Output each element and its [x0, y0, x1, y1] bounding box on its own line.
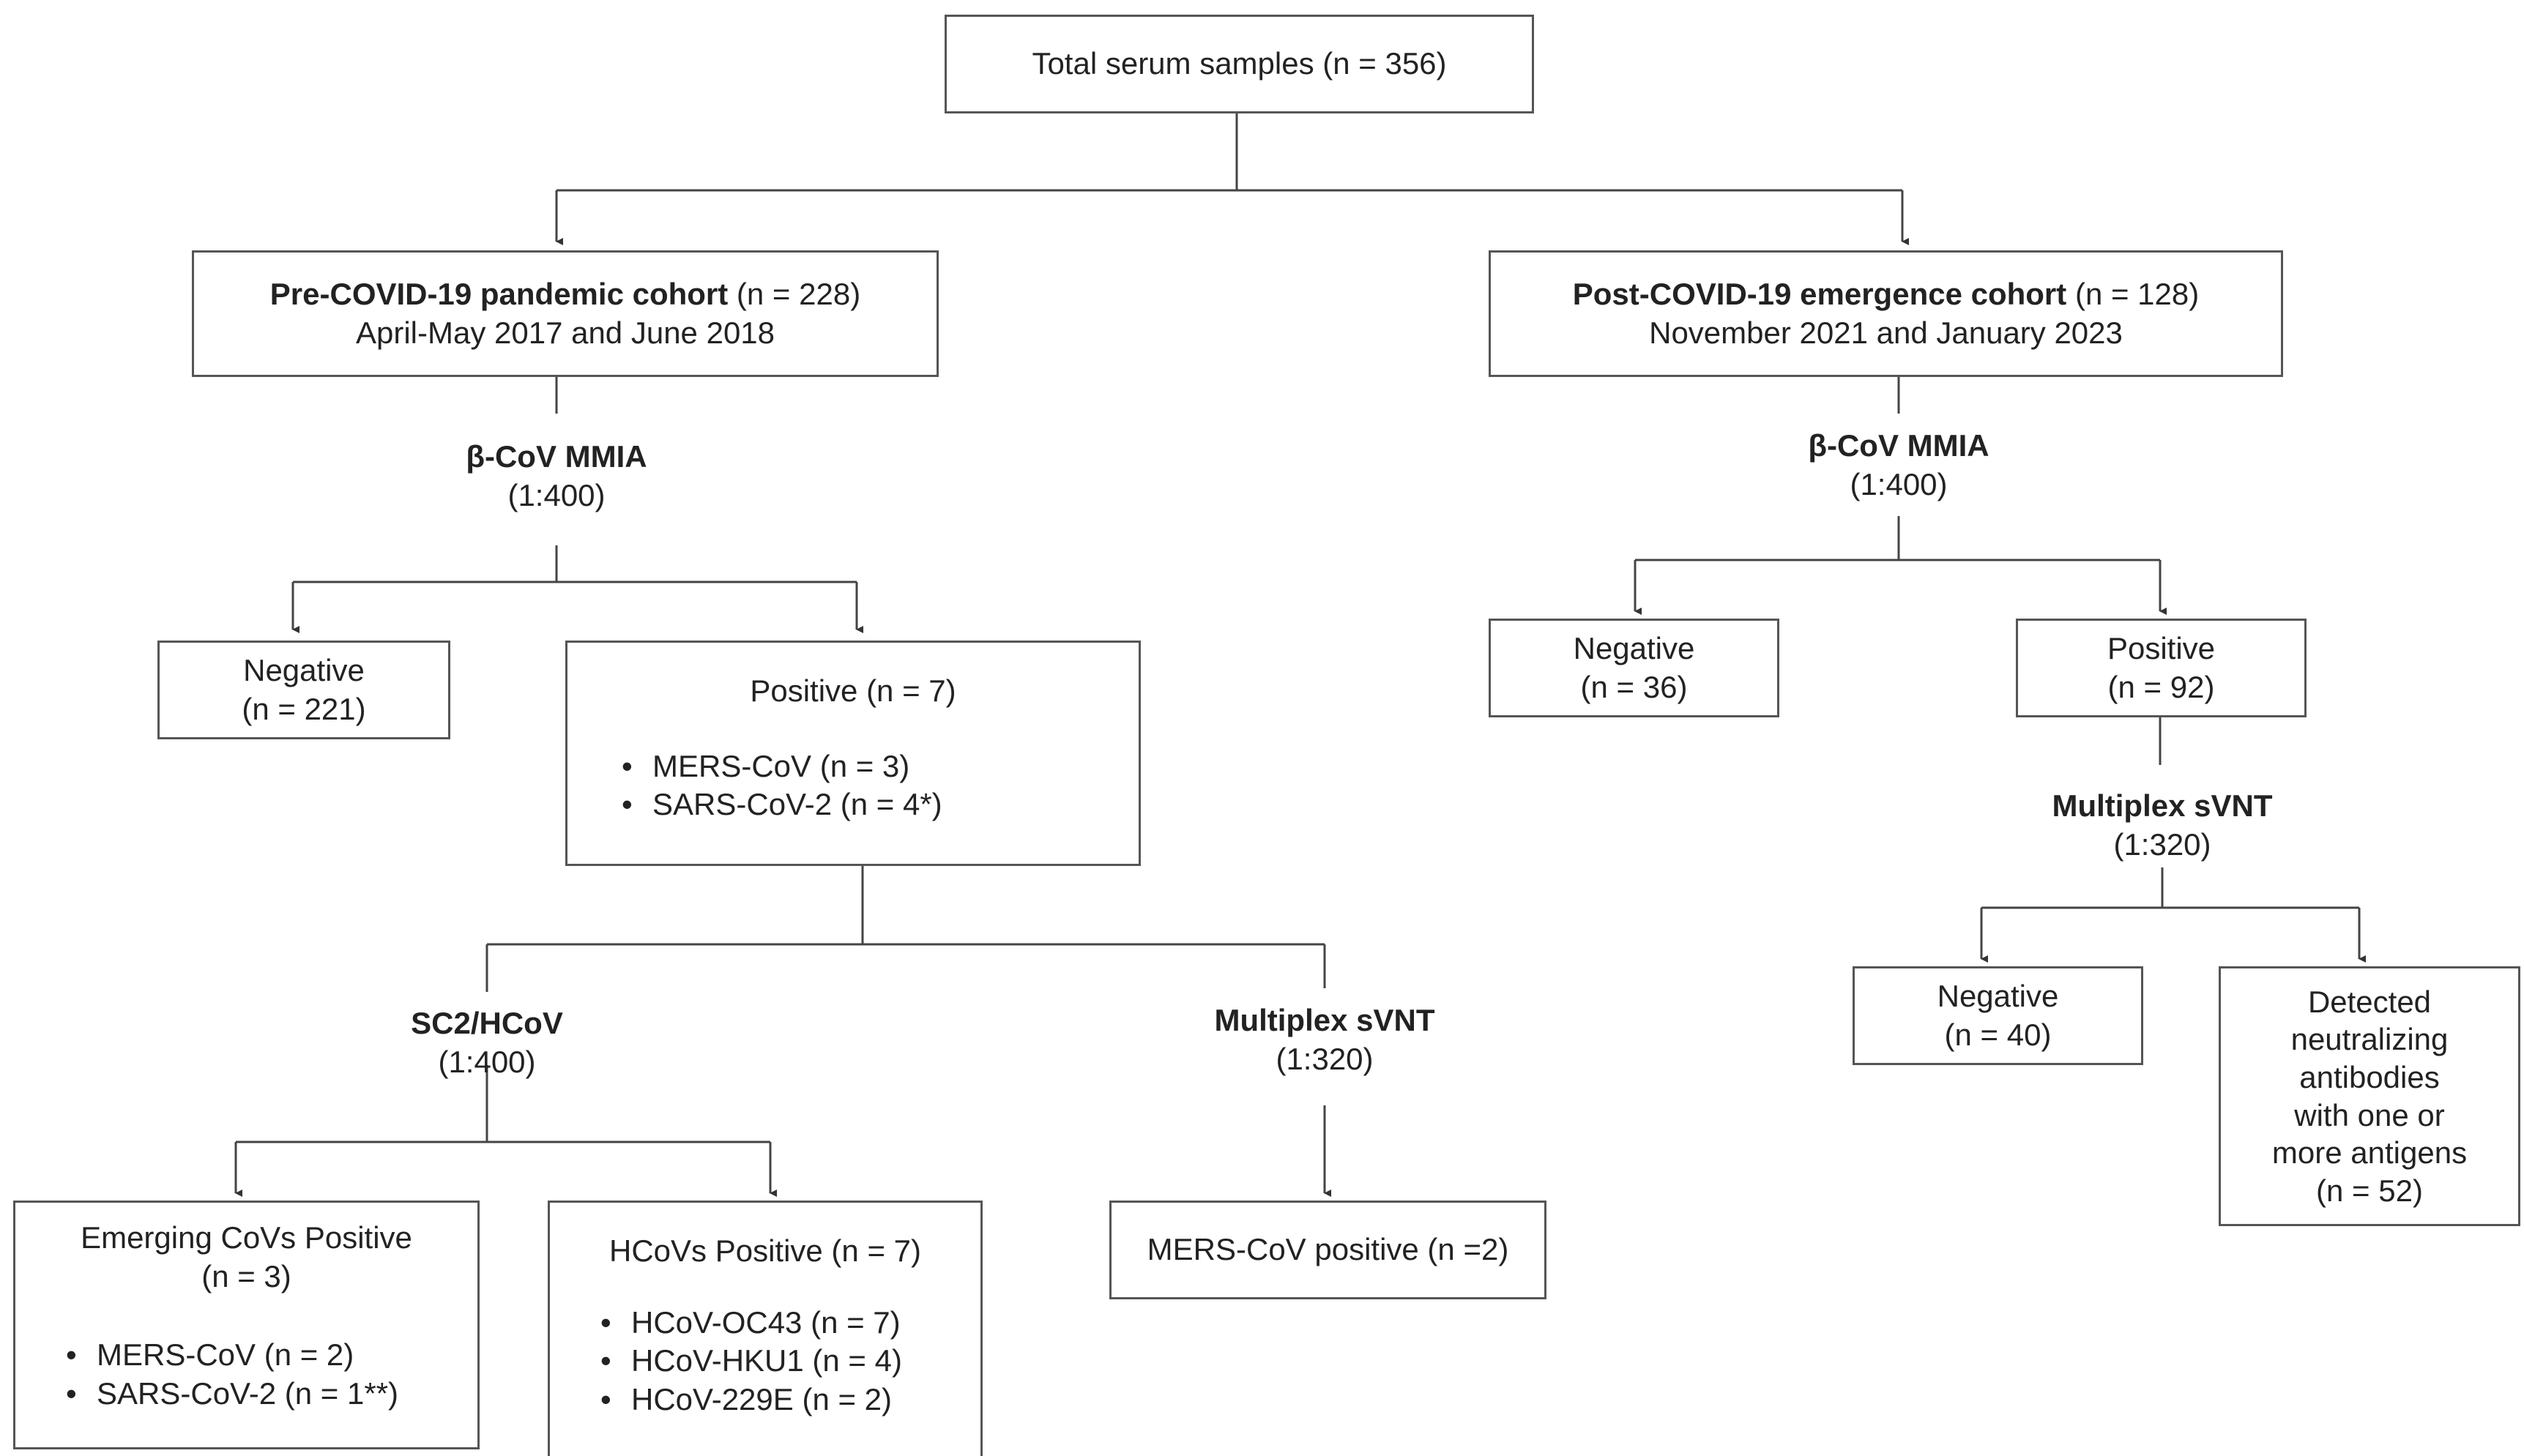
post-svnt-assay-dilution: (1:320)	[2113, 826, 2211, 862]
pre-negative-box: Negative (n = 221)	[157, 641, 450, 739]
post-mmia-assay-dilution: (1:400)	[1850, 466, 1948, 501]
pre-negative-label: Negative	[243, 653, 365, 687]
pre-positive-list: MERS-CoV (n = 3) SARS-CoV-2 (n = 4*)	[611, 747, 1139, 824]
detected-line: antibodies	[2299, 1059, 2440, 1094]
pre-covid-cohort-box: Pre-COVID-19 pandemic cohort (n = 228) A…	[192, 250, 939, 377]
post-svnt-assay-name: Multiplex sVNT	[2052, 788, 2273, 823]
post-negative-label: Negative	[1573, 631, 1695, 665]
post-covid-cohort-count: (n = 128)	[2074, 277, 2200, 311]
detected-count: (n = 52)	[2316, 1173, 2423, 1208]
pre-positive-title: Positive (n = 7)	[750, 673, 956, 708]
list-item: HCoV-OC43 (n = 7)	[590, 1304, 980, 1343]
list-item: SARS-CoV-2 (n = 1**)	[56, 1375, 477, 1414]
pre-svnt-assay-name: Multiplex sVNT	[1214, 1003, 1435, 1037]
post-mmia-assay-label: β-CoV MMIA (1:400)	[1752, 427, 2045, 504]
post-svnt-assay-label: Multiplex sVNT (1:320)	[1998, 787, 2327, 864]
detected-antibodies-box: Detected neutralizing antibodies with on…	[2219, 966, 2520, 1226]
sc2-hcov-assay-label: SC2/HCoV (1:400)	[340, 1004, 633, 1081]
pre-mmia-assay-name: β-CoV MMIA	[466, 439, 647, 474]
total-samples-box: Total serum samples (n = 356)	[945, 15, 1534, 113]
post-mmia-assay-name: β-CoV MMIA	[1808, 428, 1989, 463]
pre-svnt-assay-label: Multiplex sVNT (1:320)	[1160, 1001, 1489, 1078]
svnt-negative-count: (n = 40)	[1944, 1017, 2052, 1052]
emerging-covs-title: Emerging CoVs Positive	[81, 1220, 412, 1255]
sc2-hcov-assay-name: SC2/HCoV	[411, 1006, 563, 1040]
post-positive-count: (n = 92)	[2107, 669, 2215, 704]
pre-mmia-assay-label: β-CoV MMIA (1:400)	[410, 438, 703, 515]
hcovs-positive-title: HCoVs Positive (n = 7)	[609, 1233, 921, 1268]
detected-line: neutralizing	[2290, 1022, 2449, 1057]
detected-line: with one or	[2294, 1097, 2445, 1132]
list-item: HCoV-HKU1 (n = 4)	[590, 1342, 980, 1381]
post-positive-label: Positive	[2107, 631, 2216, 665]
post-positive-box: Positive (n = 92)	[2016, 619, 2307, 717]
mers-positive-text: MERS-CoV positive (n =2)	[1147, 1232, 1509, 1267]
pre-svnt-assay-dilution: (1:320)	[1276, 1041, 1374, 1076]
post-covid-cohort-dates: November 2021 and January 2023	[1649, 315, 2123, 350]
list-item: MERS-CoV (n = 2)	[56, 1336, 477, 1375]
pre-covid-cohort-dates: April-May 2017 and June 2018	[355, 315, 775, 350]
pre-covid-cohort-heading: Pre-COVID-19 pandemic cohort (n = 228)	[270, 275, 860, 314]
mers-positive-box: MERS-CoV positive (n =2)	[1109, 1201, 1546, 1299]
detected-line: Detected	[2307, 984, 2432, 1019]
pre-covid-cohort-count: (n = 228)	[736, 277, 861, 311]
list-item: MERS-CoV (n = 3)	[611, 747, 1139, 786]
emerging-covs-list: MERS-CoV (n = 2) SARS-CoV-2 (n = 1**)	[56, 1336, 477, 1413]
post-negative-count: (n = 36)	[1580, 669, 1688, 704]
detected-line: more antigens	[2271, 1135, 2468, 1171]
hcovs-positive-box: HCoVs Positive (n = 7) HCoV-OC43 (n = 7)…	[548, 1201, 983, 1456]
post-covid-cohort-box: Post-COVID-19 emergence cohort (n = 128)…	[1489, 250, 2283, 377]
svnt-negative-label: Negative	[1937, 979, 2059, 1013]
post-covid-cohort-heading: Post-COVID-19 emergence cohort (n = 128)	[1573, 275, 2199, 314]
pre-mmia-assay-dilution: (1:400)	[507, 477, 606, 512]
pre-negative-count: (n = 221)	[242, 691, 366, 726]
post-negative-box: Negative (n = 36)	[1489, 619, 1779, 717]
emerging-covs-count: (n = 3)	[201, 1258, 291, 1293]
post-covid-cohort-title: Post-COVID-19 emergence cohort	[1572, 277, 2067, 311]
emerging-covs-box: Emerging CoVs Positive (n = 3) MERS-CoV …	[13, 1201, 480, 1449]
pre-positive-box: Positive (n = 7) MERS-CoV (n = 3) SARS-C…	[565, 641, 1141, 866]
hcovs-positive-list: HCoV-OC43 (n = 7) HCoV-HKU1 (n = 4) HCoV…	[590, 1304, 980, 1419]
svnt-negative-box: Negative (n = 40)	[1853, 966, 2143, 1065]
list-item: SARS-CoV-2 (n = 4*)	[611, 785, 1139, 824]
list-item: HCoV-229E (n = 2)	[590, 1381, 980, 1419]
sc2-hcov-assay-dilution: (1:400)	[438, 1044, 536, 1079]
pre-covid-cohort-title: Pre-COVID-19 pandemic cohort	[269, 277, 729, 311]
total-samples-text: Total serum samples (n = 356)	[1032, 46, 1447, 81]
